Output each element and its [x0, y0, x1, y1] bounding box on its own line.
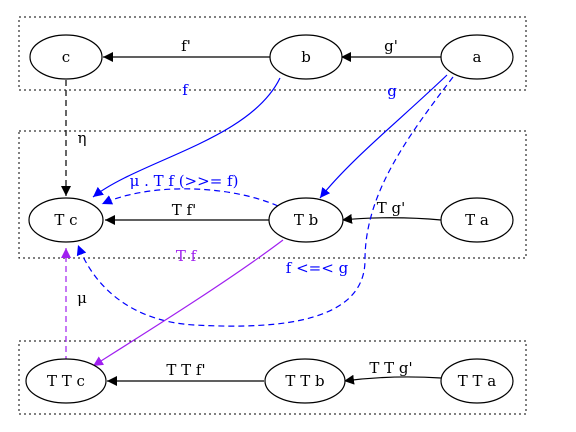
edge-g [319, 74, 448, 199]
label-f: f [182, 81, 189, 99]
svg-text:a: a [473, 48, 482, 66]
label-g-prime: g' [384, 37, 398, 55]
label-t-g-prime: T g' [377, 199, 406, 217]
svg-text:T T c: T T c [47, 372, 85, 390]
node-tb: T b [268, 197, 344, 243]
label-tt-g-prime: T T g' [369, 359, 412, 377]
node-c: c [29, 34, 103, 80]
label-mu: μ [77, 289, 87, 307]
label-t-f: T f [176, 247, 198, 265]
edge-mu-bind [101, 188, 279, 207]
label-g: g [387, 82, 397, 100]
label-mu-bind: μ . T f (>>= f) [130, 172, 239, 190]
label-tt-f-prime: T T f' [166, 361, 205, 379]
node-ta: T a [440, 197, 514, 243]
svg-text:T T a: T T a [458, 372, 497, 390]
svg-text:b: b [301, 48, 311, 66]
node-a: a [440, 34, 514, 80]
node-b: b [269, 34, 343, 80]
node-ttb: T T b [264, 358, 346, 404]
edge-f [92, 77, 281, 198]
svg-text:T T b: T T b [285, 372, 324, 390]
cluster-middle [18, 130, 527, 259]
edge-t-g-prime [341, 213, 442, 224]
node-ttc: T T c [25, 358, 107, 404]
label-t-f-prime: T f' [172, 201, 196, 219]
node-tta: T T a [440, 358, 514, 404]
svg-text:c: c [62, 48, 70, 66]
node-tc: T c [28, 197, 104, 243]
label-kleisli: f <=< g [286, 259, 349, 277]
svg-text:T a: T a [465, 211, 489, 229]
svg-text:T b: T b [294, 211, 318, 229]
label-eta: η [78, 129, 87, 147]
edge-t-f [92, 239, 284, 367]
svg-text:T c: T c [54, 211, 77, 229]
edge-tt-g-prime [343, 374, 442, 385]
label-f-prime: f' [181, 37, 191, 55]
